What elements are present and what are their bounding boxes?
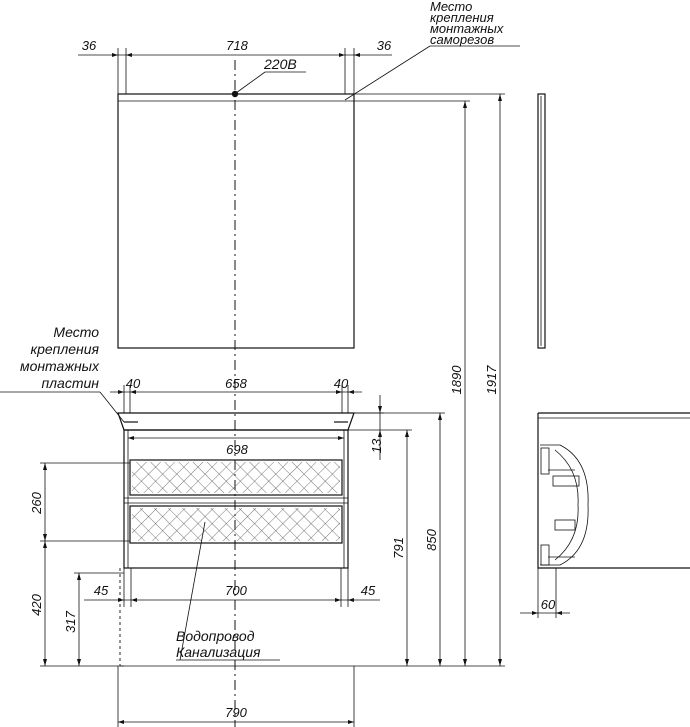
dim-leg-left-offset: 45 bbox=[94, 583, 109, 598]
sewerage-label: Канализация bbox=[176, 644, 261, 660]
top-drawer-hatch bbox=[132, 462, 340, 493]
bottom-drawer bbox=[129, 505, 343, 544]
water-supply-label: Водопровод bbox=[176, 628, 255, 644]
dim-mirror-mount-height: 1890 bbox=[449, 365, 464, 395]
cabinet-body bbox=[123, 429, 349, 569]
dim-plate-span: 658 bbox=[225, 376, 247, 391]
dim-plate-right-offset: 40 bbox=[334, 376, 349, 391]
mirror-side-view bbox=[537, 93, 546, 349]
power-socket-label: 220В bbox=[263, 56, 297, 72]
screw-label-line-2: крепления bbox=[430, 10, 494, 25]
countertop bbox=[117, 412, 355, 431]
screw-place-leader bbox=[344, 45, 431, 101]
screw-place-label: Место крепления монтажных саморезов bbox=[430, 0, 504, 47]
height-dimensions bbox=[120, 93, 505, 667]
dim-top-thickness: 13 bbox=[369, 438, 384, 453]
dim-drawer-zone-height: 260 bbox=[29, 491, 44, 514]
cabinet-side-view bbox=[537, 412, 690, 569]
mirror-front-view bbox=[117, 93, 355, 349]
plate-label-line-2: крепления bbox=[30, 341, 99, 357]
plate-dimension bbox=[110, 385, 362, 413]
dim-mirror-left-offset: 36 bbox=[82, 38, 97, 53]
dim-mirror-right-offset: 36 bbox=[377, 38, 392, 53]
mirror-outline bbox=[117, 93, 355, 349]
power-leader bbox=[235, 71, 266, 94]
dim-plate-left-offset: 40 bbox=[126, 376, 141, 391]
plate-label-line-1: Место bbox=[53, 324, 99, 340]
screw-label-line-4: саморезов bbox=[430, 32, 494, 47]
dim-floor-to-top: 850 bbox=[424, 528, 439, 550]
dim-total-height: 1917 bbox=[484, 365, 499, 395]
screw-label-line-3: монтажных bbox=[430, 21, 504, 36]
dim-wall-gap: 60 bbox=[541, 597, 556, 612]
cabinet-front-view bbox=[117, 412, 355, 569]
leg-dimension bbox=[84, 568, 380, 607]
dim-leg-right-offset: 45 bbox=[361, 583, 376, 598]
utility-leader bbox=[179, 521, 206, 661]
dim-inner-width: 698 bbox=[226, 442, 248, 457]
dim-water-height: 420 bbox=[29, 593, 44, 615]
mirror-width-dimension bbox=[78, 48, 392, 94]
dim-cabinet-height: 791 bbox=[391, 537, 406, 559]
dim-sewer-height: 317 bbox=[63, 610, 78, 632]
dim-total-width: 790 bbox=[225, 705, 247, 720]
wall-gap-dimension bbox=[520, 568, 570, 618]
total-width-dimension bbox=[117, 666, 355, 727]
plate-label-line-4: пластин bbox=[41, 375, 99, 391]
dim-mirror-width: 718 bbox=[226, 38, 248, 53]
screw-label-line-1: Место bbox=[430, 0, 472, 14]
dim-leg-span: 700 bbox=[225, 583, 247, 598]
plate-place-label: Место крепления монтажных пластин bbox=[20, 324, 100, 391]
bottom-drawer-hatch bbox=[132, 508, 340, 541]
inner-width-dimension bbox=[128, 436, 344, 440]
left-vertical-dimensions bbox=[40, 462, 130, 667]
top-drawer bbox=[129, 459, 343, 496]
plate-label-line-3: монтажных bbox=[20, 358, 100, 374]
